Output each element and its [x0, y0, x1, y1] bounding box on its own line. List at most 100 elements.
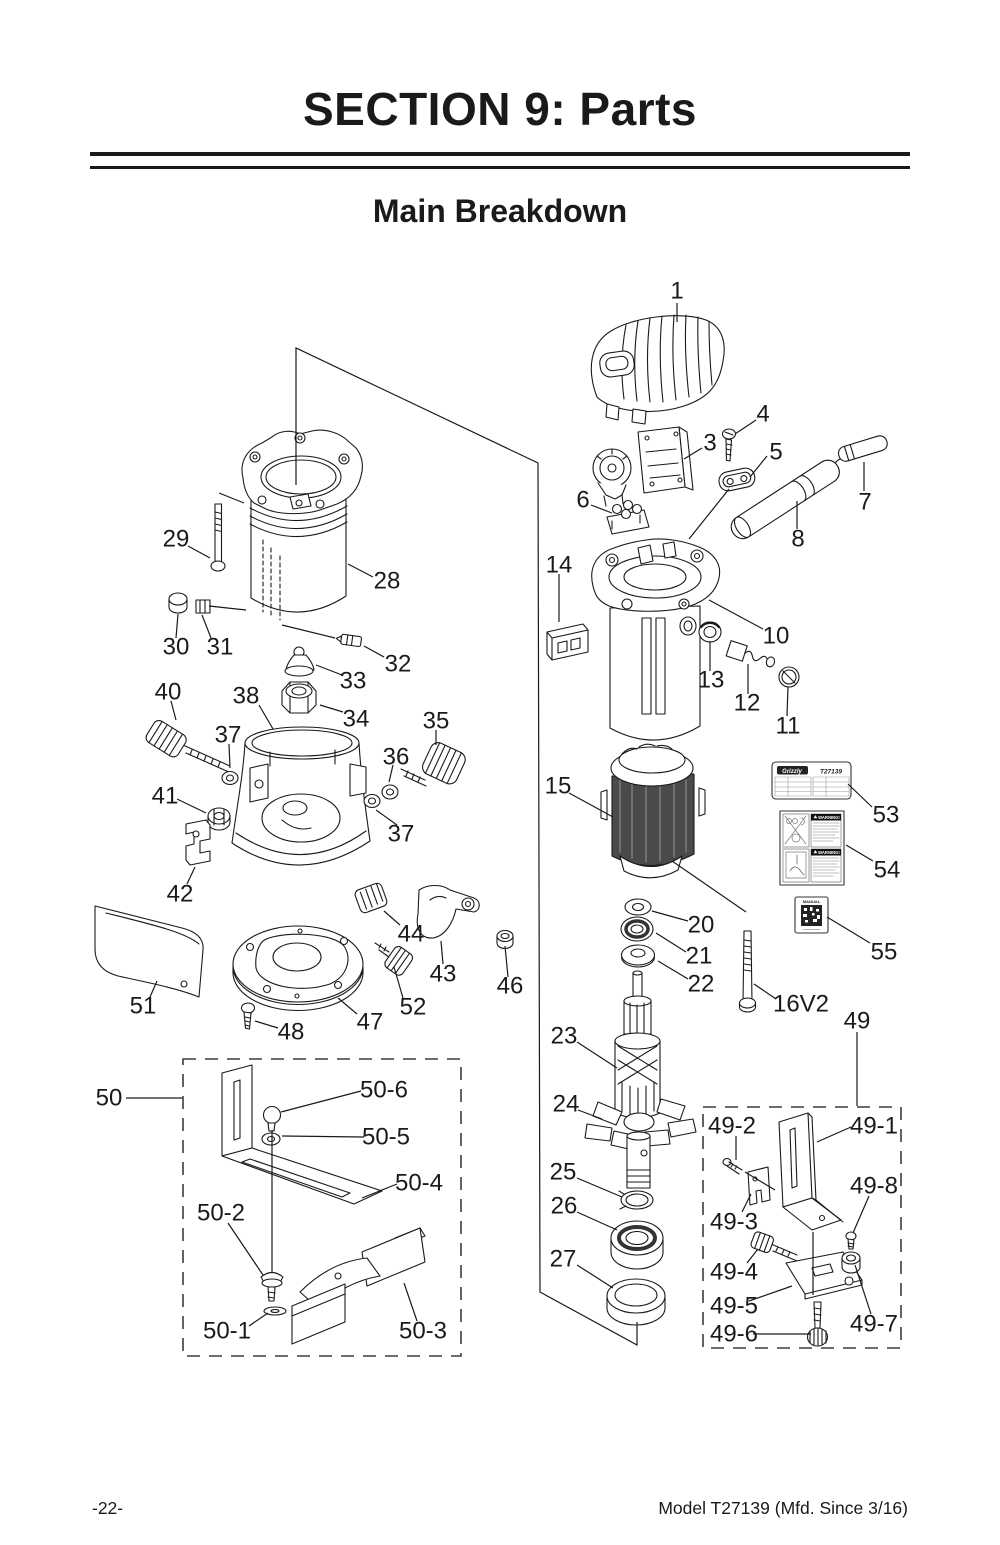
part-bracket-clip — [185, 819, 211, 866]
leader-line — [748, 1285, 793, 1302]
leader-line — [440, 940, 444, 965]
callout-26: 26 — [551, 1193, 578, 1220]
header-rule-thin — [90, 166, 910, 169]
leader-line — [576, 1264, 614, 1289]
part-thumb-screw — [374, 942, 414, 976]
callout-46: 46 — [497, 973, 524, 1000]
leader-line — [744, 1171, 776, 1191]
part-bearing-21 — [620, 916, 654, 942]
callout-50-5: 50-5 — [362, 1124, 410, 1151]
diagram-title: Main Breakdown — [372, 192, 628, 229]
part-screw-4 — [721, 428, 737, 462]
qr-manual-label: MANUAL — [794, 896, 829, 934]
callout-49: 49 — [844, 1008, 871, 1035]
leader-line — [388, 764, 394, 783]
id-plate-model: T27139 — [820, 769, 842, 776]
leader-line — [504, 945, 509, 978]
leader-line — [337, 997, 358, 1015]
leader-line — [786, 686, 789, 717]
warning-title-bottom: WARNING! — [818, 850, 840, 855]
part-strain-relief — [730, 459, 840, 540]
part-base-plate — [232, 925, 364, 1012]
leader-line — [854, 1264, 872, 1315]
callout-31: 31 — [207, 634, 234, 661]
part-washer-36 — [381, 784, 399, 800]
leader-line — [816, 1126, 852, 1143]
header-rule-thick — [90, 152, 910, 156]
callout-3: 3 — [703, 430, 716, 457]
warning-title-top: WARNING! — [818, 815, 840, 820]
part-washer-20 — [624, 898, 652, 916]
dashed-box-50-group — [182, 1058, 462, 1357]
leader-line — [319, 704, 344, 713]
callout-53: 53 — [873, 802, 900, 829]
callout-25: 25 — [550, 1159, 577, 1186]
callout-7: 7 — [858, 489, 871, 516]
callout-24: 24 — [553, 1091, 580, 1118]
part-pin-32 — [335, 633, 362, 648]
callout-15: 15 — [545, 773, 572, 800]
part-switch-button — [354, 882, 388, 914]
callout-48: 48 — [278, 1019, 305, 1046]
leader-line — [403, 1282, 418, 1322]
leader-line — [845, 844, 874, 862]
leader-line — [852, 1195, 870, 1234]
callout-13: 13 — [698, 667, 725, 694]
leader-line — [708, 599, 764, 630]
callout-49-1: 49-1 — [850, 1113, 898, 1140]
part-screw-48 — [240, 1002, 256, 1030]
leader-line — [576, 1211, 618, 1231]
part-edge-guide-49 — [722, 1112, 863, 1347]
callout-50-2: 50-2 — [197, 1200, 245, 1227]
callout-50-1: 50-1 — [203, 1318, 251, 1345]
callout-55: 55 — [871, 939, 898, 966]
callout-30: 30 — [163, 634, 190, 661]
leader-line — [254, 1020, 279, 1029]
leader-line — [281, 1135, 365, 1138]
callout-32: 32 — [385, 651, 412, 678]
part-collet-nut — [281, 681, 317, 714]
id-plate-brand: Grizzly — [782, 769, 802, 775]
leader-line — [315, 664, 343, 676]
callout-34: 34 — [343, 706, 370, 733]
leader-line — [363, 645, 385, 658]
part-knurled-nut — [207, 807, 231, 831]
leader-line — [227, 1222, 264, 1276]
callout-10: 10 — [763, 623, 790, 650]
callout-49-6: 49-6 — [710, 1321, 758, 1348]
leader-line — [741, 1193, 752, 1213]
part-upper-housing — [241, 429, 363, 621]
callout-27: 27 — [550, 1246, 577, 1273]
leader-line — [280, 1090, 362, 1113]
warning-label: WARNING! WARNING! — [779, 810, 845, 886]
part-nut-31 — [195, 599, 211, 614]
leader-line — [361, 1183, 398, 1199]
leader-line — [655, 932, 687, 953]
part-terminal-block — [606, 499, 650, 535]
leader-line — [657, 960, 689, 980]
part-washer-37b — [363, 793, 381, 809]
callout-40: 40 — [155, 679, 182, 706]
leader-line — [568, 792, 614, 818]
leader-line — [218, 492, 245, 504]
part-washer-37a — [221, 770, 239, 786]
callout-36: 36 — [383, 744, 410, 771]
callout-4: 4 — [756, 401, 769, 428]
leader-line — [201, 614, 212, 639]
part-long-screw — [738, 930, 757, 1013]
leader-line — [176, 798, 207, 814]
leader-line — [281, 624, 336, 639]
part-guide-bracket-50 — [221, 1064, 426, 1345]
leader-line — [347, 563, 374, 578]
callout-20: 20 — [688, 912, 715, 939]
dashed-box-49-group — [702, 1106, 902, 1349]
leader-line — [577, 1109, 603, 1120]
leader-line — [186, 866, 196, 885]
callout-8: 8 — [791, 526, 804, 553]
leader-lines — [126, 303, 874, 1347]
callout-50-6: 50-6 — [360, 1077, 408, 1104]
part-nut-46 — [496, 929, 514, 949]
leader-line — [847, 783, 873, 808]
